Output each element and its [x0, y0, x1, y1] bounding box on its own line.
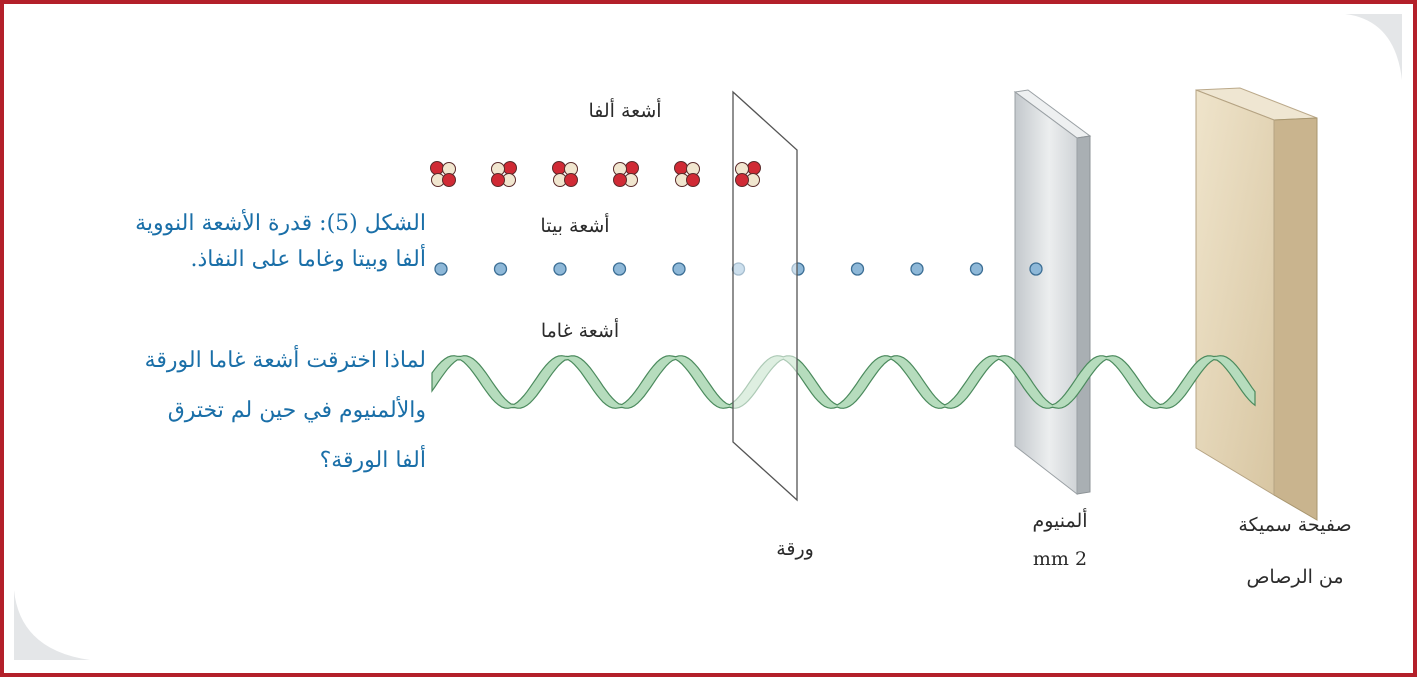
figure-question-line-2: والألمنيوم في حين لم تخترق — [167, 398, 426, 423]
corner-curl-bottom-left — [14, 590, 90, 660]
beta-particle — [434, 262, 448, 276]
figure-caption-line-2: ألفا وبيتا وغاما على النفاذ. — [190, 247, 427, 272]
aluminum-plate — [1013, 89, 1092, 496]
aluminum-thickness-label: 2 mm — [1032, 548, 1088, 570]
beta-particle — [493, 262, 508, 276]
paper-sheet — [732, 90, 798, 502]
alpha-particle — [735, 161, 761, 187]
figure-question-line-3: ألفا الورقة؟ — [319, 448, 426, 473]
beta-particle — [910, 262, 924, 276]
alpha-particle — [674, 161, 700, 187]
beta-particle — [1029, 262, 1043, 276]
figure-caption-line-1: الشكل (5): قدرة الأشعة النووية — [135, 211, 426, 236]
figure-caption: الشكل (5): قدرة الأشعة النووية ألفا وبيت… — [6, 206, 426, 278]
gamma-ray-label: أشعة غاما — [540, 320, 620, 342]
figure-question-line-1: لماذا اخترقت أشعة غاما الورقة — [144, 348, 426, 373]
figure-question: لماذا اخترقت أشعة غاما الورقة والألمنيوم… — [6, 336, 426, 486]
lead-slab — [1195, 87, 1318, 521]
beta-particle — [850, 262, 865, 276]
corner-curl-top-right — [1345, 14, 1402, 80]
lead-label-line2: من الرصاص — [1246, 566, 1344, 588]
beta-ray-label: أشعة بيتا — [540, 215, 610, 237]
lead-label-line1: صفيحة سميكة — [1238, 514, 1352, 536]
paper-label: ورقة — [776, 538, 814, 560]
beta-particle — [969, 262, 984, 276]
alpha-particles — [430, 161, 761, 187]
alpha-particle — [430, 161, 456, 187]
alpha-ray-label: أشعة ألفا — [588, 100, 662, 122]
beta-particle — [672, 262, 686, 276]
aluminum-label: ألمنيوم — [1032, 510, 1088, 532]
alpha-particle — [552, 161, 578, 187]
gamma-ray-wave — [431, 355, 1256, 409]
alpha-particle — [491, 161, 517, 187]
beta-particle — [553, 262, 567, 276]
alpha-particle — [613, 161, 639, 187]
beta-particle — [612, 262, 627, 276]
